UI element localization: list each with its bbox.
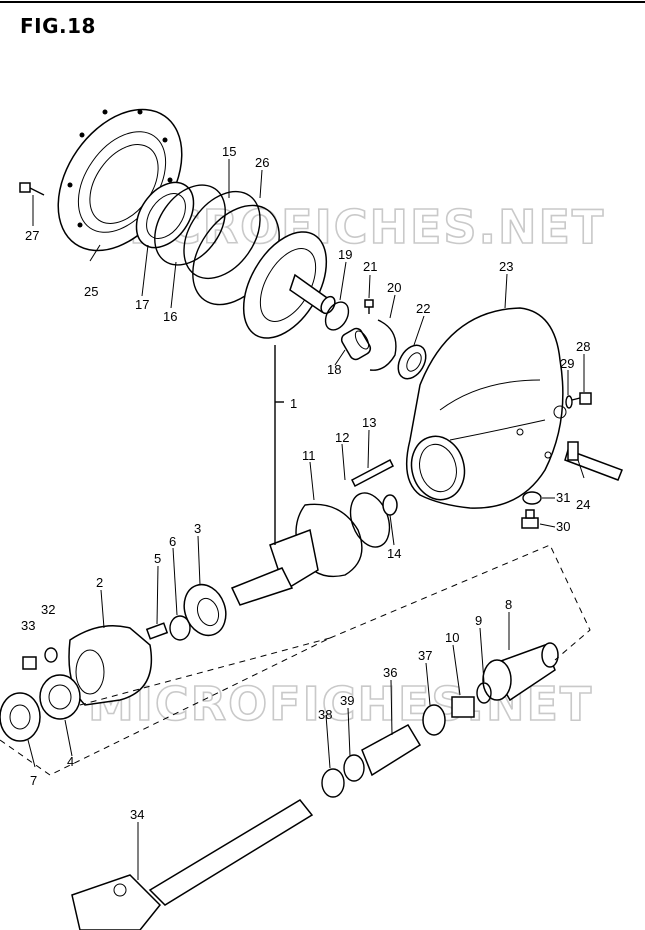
label-1: 1 xyxy=(290,396,297,411)
coupling-8 xyxy=(482,642,559,702)
o-ring-39 xyxy=(343,754,365,782)
label-17: 17 xyxy=(135,297,149,312)
label-32: 32 xyxy=(41,602,55,617)
label-19: 19 xyxy=(338,247,352,262)
gasket-31 xyxy=(522,491,542,505)
label-27: 27 xyxy=(25,228,39,243)
label-23: 23 xyxy=(499,259,513,274)
o-ring-16 xyxy=(154,184,226,266)
label-13: 13 xyxy=(362,415,376,430)
bolt-24 xyxy=(564,441,623,481)
label-38: 38 xyxy=(318,707,332,722)
bearing-3 xyxy=(183,583,227,637)
label-3: 3 xyxy=(194,521,201,536)
label-20: 20 xyxy=(387,280,401,295)
bolt-28 xyxy=(571,392,592,405)
shim-15 xyxy=(183,190,261,280)
oil-seal-17 xyxy=(135,181,195,249)
label-4: 4 xyxy=(67,754,74,769)
bearing-18 xyxy=(340,327,372,361)
label-6: 6 xyxy=(169,534,176,549)
drive-pinion xyxy=(230,528,319,606)
label-33: 33 xyxy=(21,618,35,633)
gear-case-23 xyxy=(405,307,567,509)
label-25: 25 xyxy=(84,284,98,299)
plug-30 xyxy=(521,509,539,529)
label-8: 8 xyxy=(505,597,512,612)
label-14: 14 xyxy=(387,546,401,561)
label-9: 9 xyxy=(475,613,482,628)
spring-37 xyxy=(422,704,446,736)
label-15: 15 xyxy=(222,144,236,159)
label-30: 30 xyxy=(556,519,570,534)
pin-5 xyxy=(145,622,169,640)
screw-21 xyxy=(364,299,374,314)
nut-10 xyxy=(451,696,475,718)
ring-gear xyxy=(242,231,336,339)
label-37: 37 xyxy=(418,648,432,663)
label-31: 31 xyxy=(556,490,570,505)
label-39: 39 xyxy=(340,693,354,708)
washer-32 xyxy=(44,647,58,663)
label-24: 24 xyxy=(576,497,590,512)
label-29: 29 xyxy=(560,356,574,371)
propeller-shaft-34 xyxy=(71,799,314,930)
label-10: 10 xyxy=(445,630,459,645)
label-12: 12 xyxy=(335,430,349,445)
label-36: 36 xyxy=(383,665,397,680)
nut-33 xyxy=(22,656,37,670)
gasket-29 xyxy=(565,395,573,409)
washer-14 xyxy=(382,494,398,516)
figure-title: FIG.18 xyxy=(20,14,96,38)
oil-seal-7 xyxy=(0,692,41,742)
label-18: 18 xyxy=(327,362,341,377)
label-16: 16 xyxy=(163,309,177,324)
shim-6 xyxy=(169,615,191,641)
bearing-22 xyxy=(397,344,427,380)
part-labels: 1 2 3 4 5 6 7 8 9 10 11 12 13 14 15 16 1… xyxy=(21,144,590,822)
label-34: 34 xyxy=(130,807,144,822)
label-26: 26 xyxy=(255,155,269,170)
leader-lines xyxy=(27,159,585,880)
stud-13 xyxy=(351,458,394,488)
bolt-27 xyxy=(19,182,45,196)
label-11: 11 xyxy=(302,448,316,463)
spline-shaft-36 xyxy=(361,723,422,777)
label-2: 2 xyxy=(96,575,103,590)
washer-9 xyxy=(476,682,492,704)
label-5: 5 xyxy=(154,551,161,566)
label-22: 22 xyxy=(416,301,430,316)
label-21: 21 xyxy=(363,259,377,274)
bearing-4 xyxy=(39,674,81,720)
circlip-38 xyxy=(321,768,345,798)
shim-19 xyxy=(324,301,350,331)
label-28: 28 xyxy=(576,339,590,354)
plate-20 xyxy=(369,319,397,371)
label-7: 7 xyxy=(30,773,37,788)
